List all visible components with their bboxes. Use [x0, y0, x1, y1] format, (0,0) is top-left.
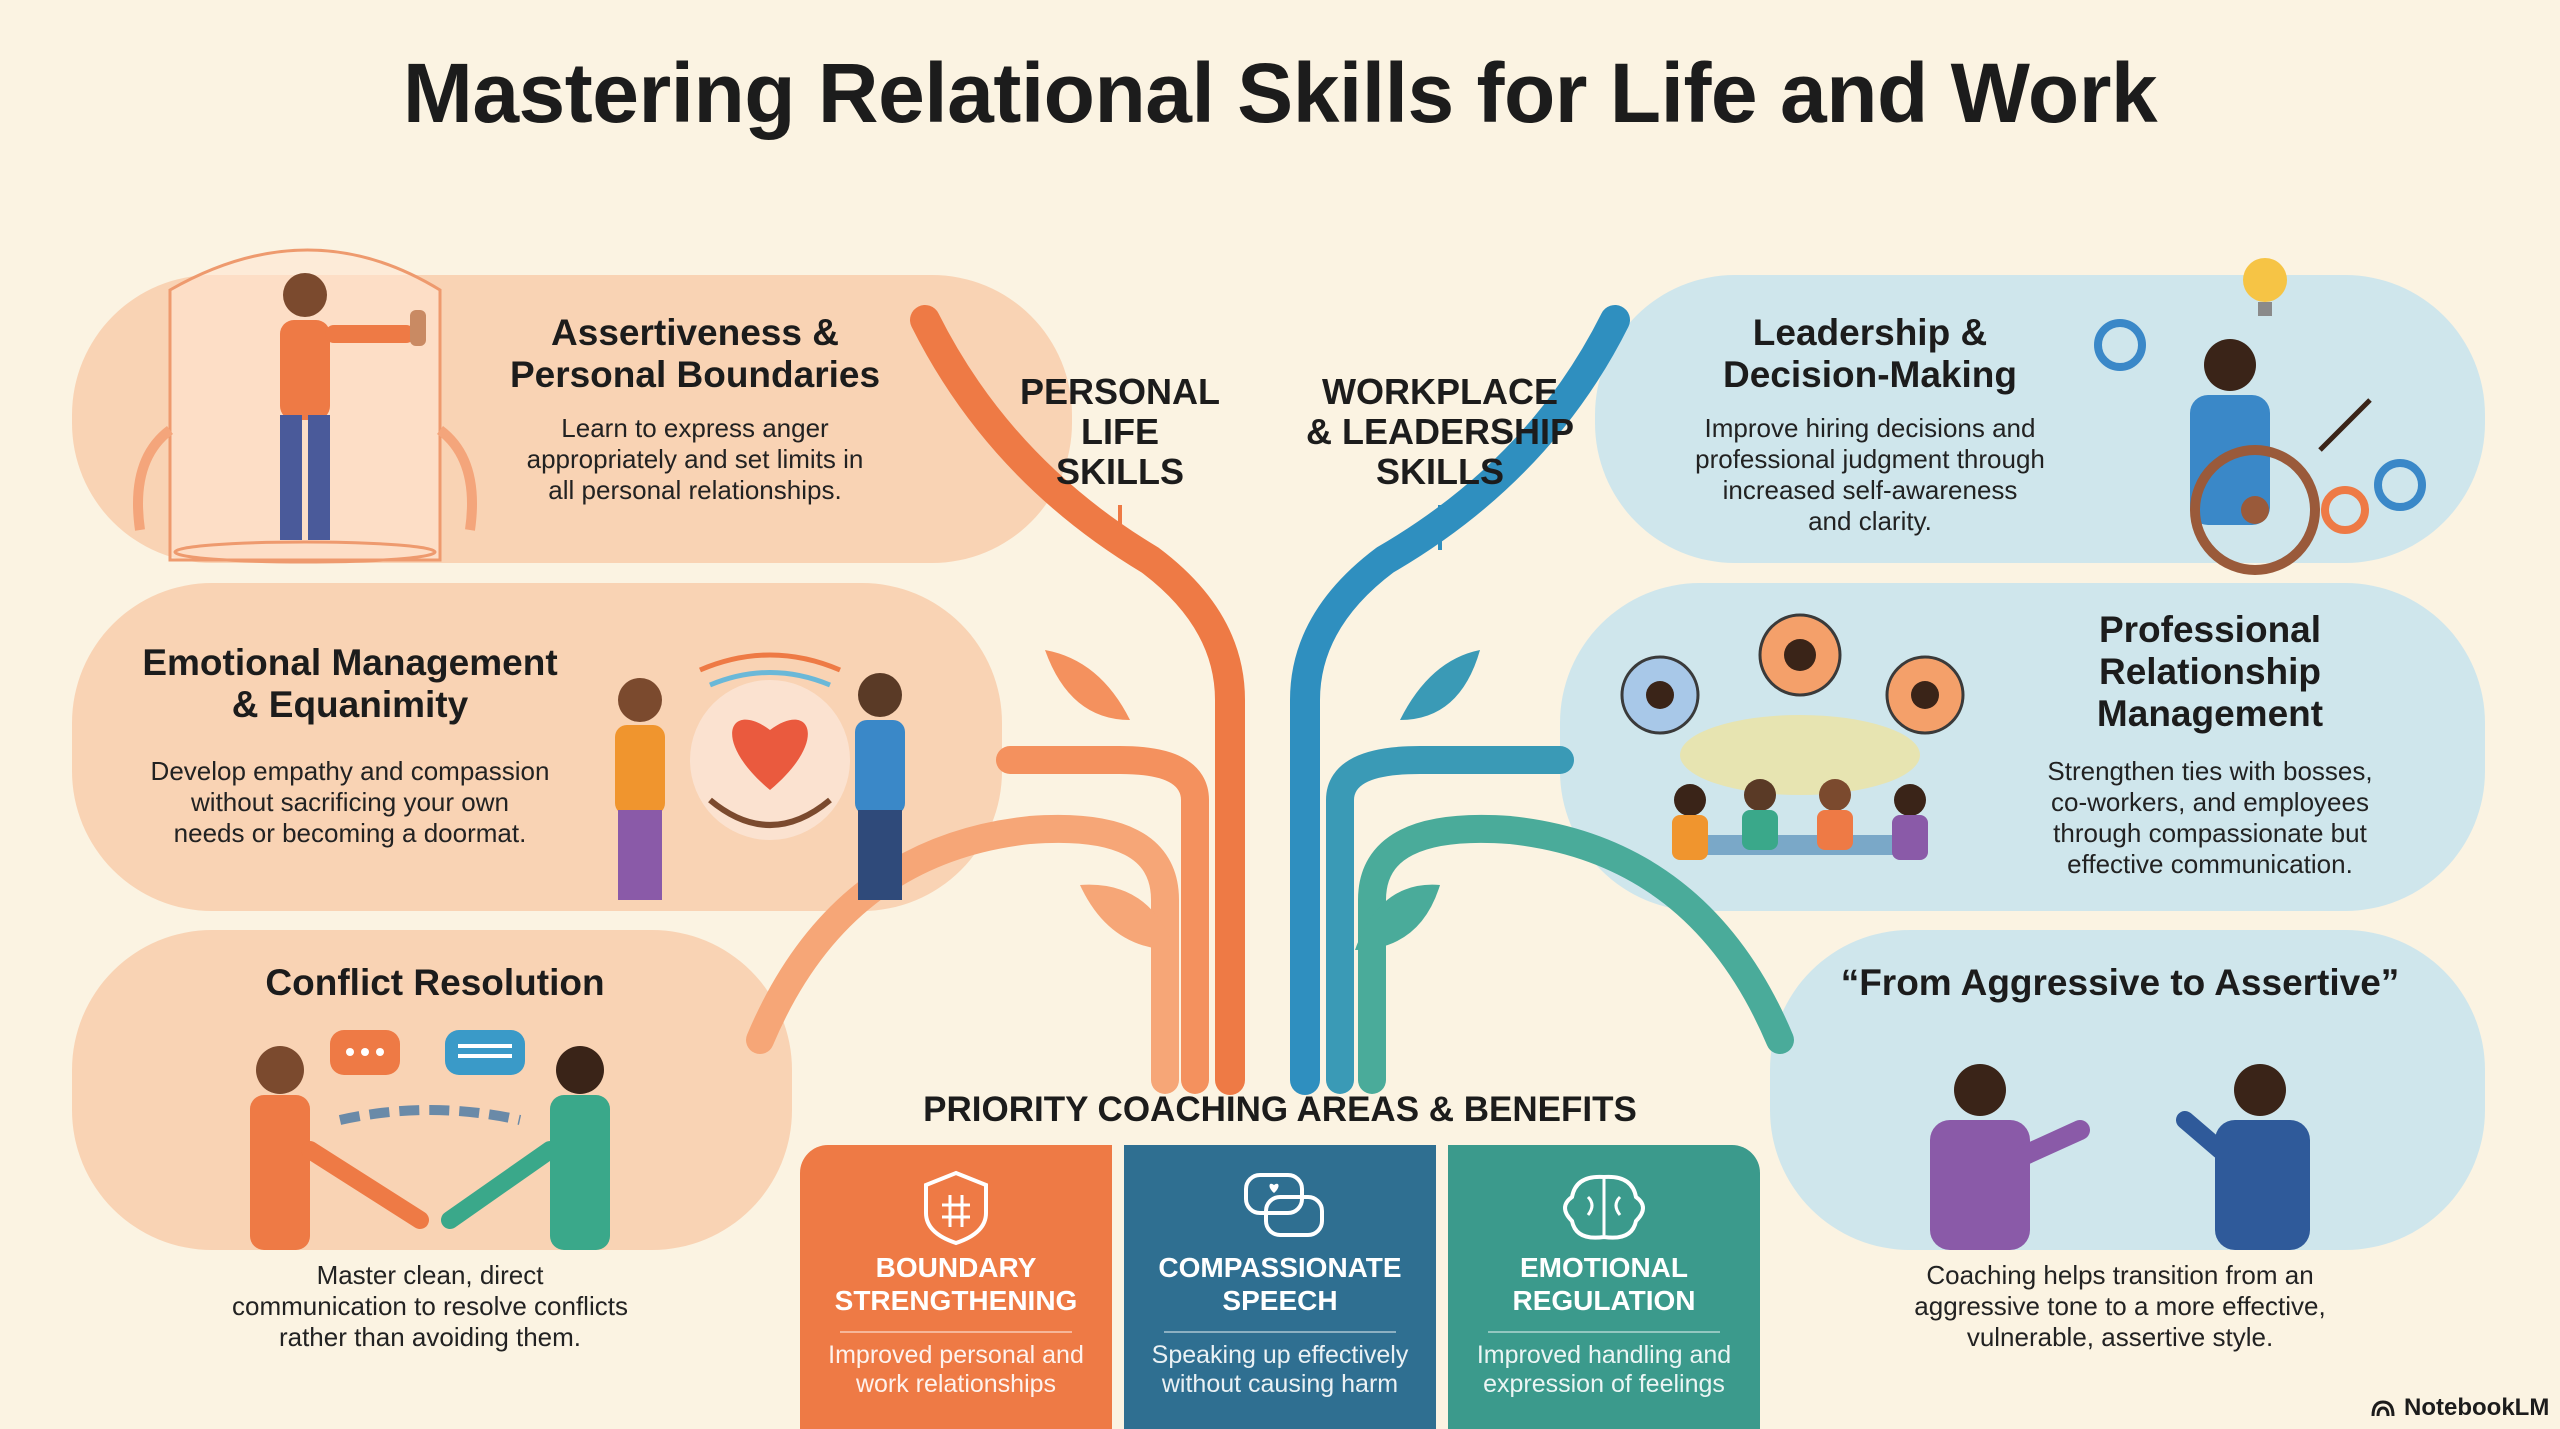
- divider: [1164, 1331, 1396, 1333]
- assertiveness-title: Assertiveness & Personal Boundaries: [509, 312, 881, 395]
- assertiveness-text: Learn to express anger appropriately and…: [526, 413, 864, 505]
- brain-icon: [1563, 1174, 1645, 1240]
- aggressive-to-assertive-text: Coaching helps transition from an aggres…: [1914, 1260, 2326, 1352]
- aggressive-assertive-illustration: [1930, 1064, 2310, 1250]
- tile-title: COMPASSIONATE SPEECH: [1158, 1252, 1402, 1316]
- leadership-illustration: [2094, 258, 2426, 575]
- tile-text: Speaking up effectively without causing …: [1151, 1341, 1409, 1398]
- card-leadership: [1595, 275, 2485, 563]
- tile-emotional-regulation: EMOTIONAL REGULATION Improved handling a…: [1448, 1145, 1760, 1429]
- tile-title: EMOTIONAL REGULATION: [1512, 1252, 1696, 1316]
- page-title: Mastering Relational Skills for Life and…: [402, 46, 2158, 140]
- tile-compassionate-speech: COMPASSIONATE SPEECH Speaking up effecti…: [1124, 1145, 1436, 1429]
- shield-icon: [924, 1170, 988, 1246]
- tile-title: BOUNDARY STRENGTHENING: [834, 1252, 1078, 1316]
- tile-text: Improved handling and expression of feel…: [1476, 1341, 1732, 1398]
- card-aggressive-to-assertive: [1770, 930, 2485, 1250]
- emotional-management-title: Emotional Management & Equanimity: [142, 642, 558, 725]
- personal-life-skills-label: PERSONAL LIFE SKILLS: [1019, 371, 1221, 492]
- professional-relationship-text: Strengthen ties with bosses, co-workers,…: [2047, 756, 2373, 879]
- card-conflict-resolution: [72, 930, 792, 1250]
- emotional-management-text: Develop empathy and compassion without s…: [150, 756, 550, 848]
- notebooklm-logo-icon: [2371, 1400, 2395, 1417]
- empathy-illustration: [615, 652, 905, 900]
- brand-watermark: NotebookLM: [2370, 1394, 2549, 1422]
- team-network-illustration: [1620, 613, 1965, 860]
- boundary-figure-illustration: [133, 248, 477, 564]
- handshake-illustration: [250, 1030, 610, 1250]
- tile-text: Improved personal and work relationships: [828, 1341, 1084, 1398]
- brand-label: NotebookLM: [2404, 1394, 2550, 1421]
- conflict-resolution-text: Master clean, direct communication to re…: [232, 1260, 628, 1352]
- priority-heading: PRIORITY COACHING AREAS & BENEFITS: [923, 1090, 1637, 1129]
- leadership-title: Leadership & Decision-Making: [1723, 312, 2017, 395]
- divider: [840, 1331, 1072, 1333]
- aggressive-to-assertive-title: “From Aggressive to Assertive”: [1840, 962, 2400, 1003]
- speech-bubbles-icon: [1244, 1173, 1324, 1237]
- leadership-text: Improve hiring decisions and professiona…: [1695, 413, 2045, 536]
- professional-relationship-title: Professional Relationship Management: [2096, 609, 2324, 734]
- tile-boundary-strengthening: BOUNDARY STRENGTHENING Improved personal…: [800, 1145, 1112, 1429]
- conflict-resolution-title: Conflict Resolution: [265, 962, 605, 1003]
- workplace-leadership-skills-label: WORKPLACE & LEADERSHIP SKILLS: [1305, 371, 1575, 492]
- divider: [1488, 1331, 1720, 1333]
